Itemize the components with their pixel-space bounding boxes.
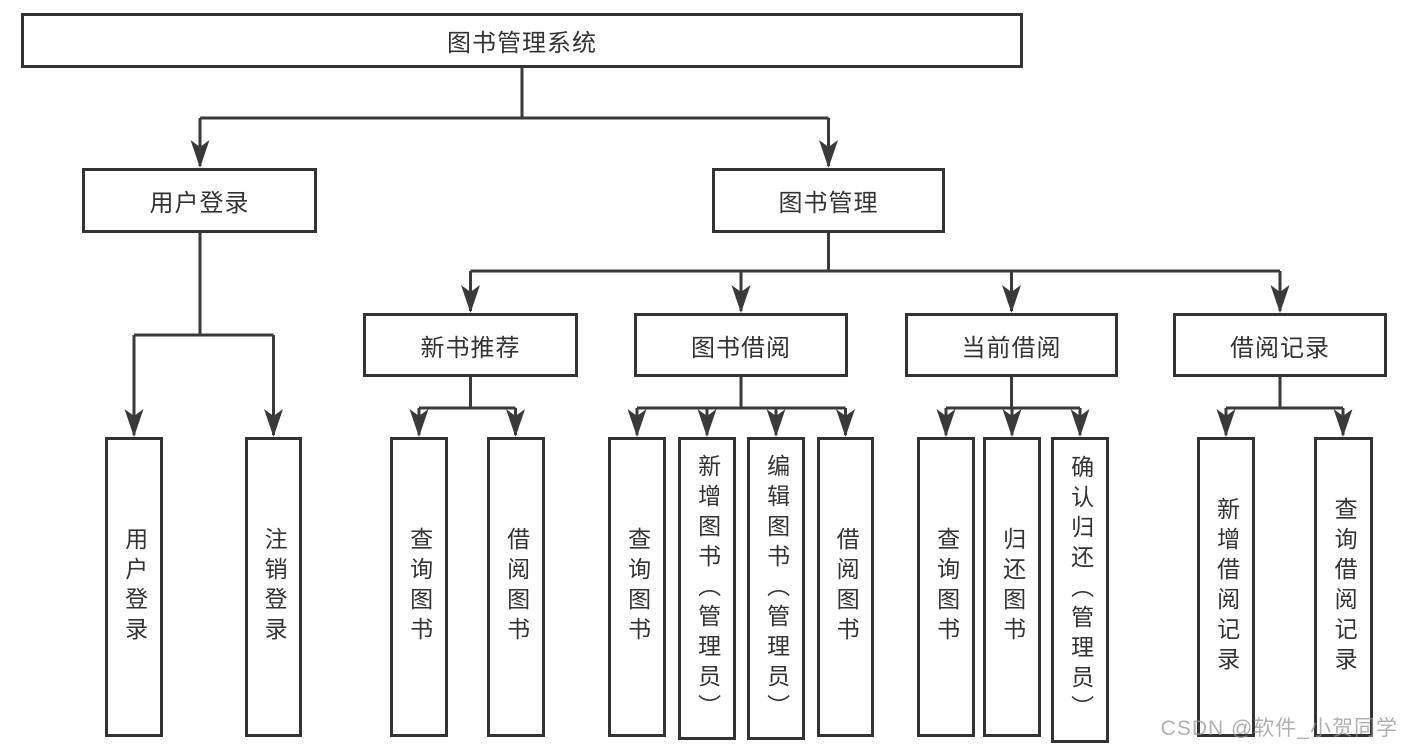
csdn-watermark: CSDN @软件_小贺同学: [1160, 717, 1398, 740]
arrowheads: [124, 140, 1353, 437]
node-user-login: 用户登录: [82, 168, 317, 233]
node-label: 查询图书: [624, 527, 651, 647]
node-label: 查询图书: [406, 527, 433, 647]
leaf-query-borrow-record: 查询借阅记录: [1314, 437, 1373, 737]
node-label: 用户登录: [121, 527, 148, 647]
leaf-query-books-current: 查询图书: [917, 437, 975, 737]
leaf-confirm-return-admin: 确认归还（管理员）: [1051, 437, 1109, 743]
node-label: 注销登录: [261, 527, 288, 647]
node-label: 借阅图书: [833, 527, 860, 647]
node-new-book-recommendation: 新书推荐: [363, 313, 578, 377]
node-label: 查询借阅记录: [1331, 497, 1358, 677]
leaf-add-books-admin: 新增图书（管理员）: [678, 437, 736, 740]
leaf-query-books-recommend: 查询图书: [390, 437, 448, 737]
node-label: 编辑图书（管理员）: [763, 453, 790, 724]
leaf-add-borrow-record: 新增借阅记录: [1197, 437, 1255, 737]
node-label: 当前借阅: [961, 334, 1062, 362]
node-label: 图书借阅: [691, 334, 791, 362]
node-label: 借阅记录: [1230, 334, 1330, 362]
node-label: 图书管理: [778, 190, 879, 217]
node-label: 图书管理系统: [447, 30, 597, 57]
node-label: 新增图书（管理员）: [694, 453, 721, 724]
node-label: 归还图书: [999, 527, 1026, 647]
leaf-borrow-books-borrowing: 借阅图书: [817, 437, 874, 737]
node-current-borrowing: 当前借阅: [905, 313, 1118, 377]
leaf-user-login: 用户登录: [105, 437, 163, 737]
leaf-query-books-borrowing: 查询图书: [608, 437, 666, 737]
node-label: 用户登录: [149, 190, 250, 217]
node-book-management: 图书管理: [712, 168, 945, 233]
node-label: 借阅图书: [503, 527, 530, 647]
node-borrowing-records: 借阅记录: [1173, 313, 1387, 377]
leaf-edit-books-admin: 编辑图书（管理员）: [747, 437, 805, 740]
leaf-return-books: 归还图书: [983, 437, 1041, 737]
leaf-logout: 注销登录: [245, 437, 302, 737]
node-label: 新书推荐: [420, 334, 521, 362]
node-library-system: 图书管理系统: [21, 13, 1023, 68]
node-book-borrowing: 图书借阅: [634, 313, 848, 377]
node-label: 确认归还（管理员）: [1067, 455, 1094, 725]
leaf-borrow-books-recommend: 借阅图书: [487, 437, 545, 737]
node-label: 查询图书: [933, 527, 960, 647]
node-label: 新增借阅记录: [1213, 497, 1240, 677]
